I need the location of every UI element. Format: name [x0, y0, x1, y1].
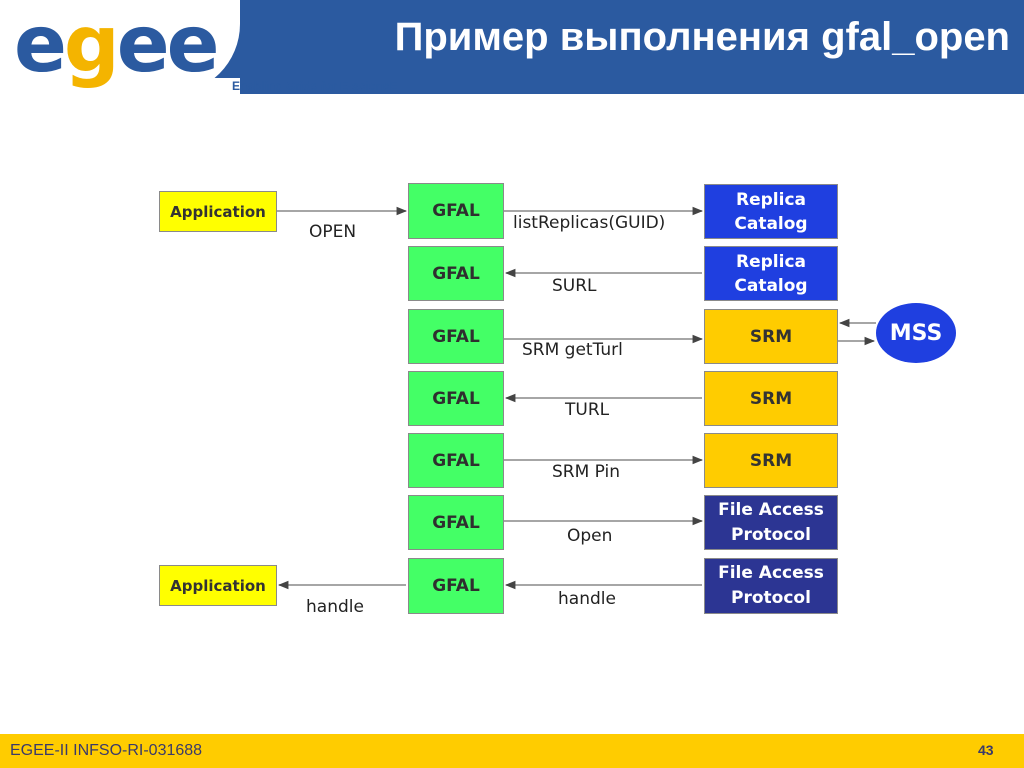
tagline: Enabling Grids for E-sciencE: [232, 79, 398, 93]
gfal-box-1: GFAL: [408, 183, 504, 239]
gfal-box-5: GFAL: [408, 433, 504, 488]
srm-box-1: SRM: [704, 309, 838, 364]
label-surl: SURL: [552, 276, 597, 296]
application-box-top: Application: [159, 191, 277, 232]
label-open: Open: [567, 526, 613, 546]
label-handle-right: handle: [558, 589, 616, 609]
gfal-box-2: GFAL: [408, 246, 504, 301]
footer-project: EGEE-II INFSO-RI-031688: [10, 742, 203, 759]
mss-node: MSS: [876, 303, 956, 363]
gfal-box-3: GFAL: [408, 309, 504, 364]
replica-catalog-box-1: Replica Catalog: [704, 184, 838, 239]
application-box-bottom: Application: [159, 565, 277, 606]
label-list-replicas: listReplicas(GUID): [513, 213, 666, 233]
label-srm-getturl: SRM getTurl: [522, 340, 623, 360]
slide-title: Пример выполнения gfal_open: [394, 15, 1010, 59]
slide-footer: [0, 734, 1024, 768]
egee-logo: egee: [14, 0, 220, 90]
logo-panel: egee: [0, 0, 240, 94]
tagline-band: [240, 78, 1024, 94]
file-access-protocol-box-2: File Access Protocol: [704, 558, 838, 614]
page-number: 43: [978, 742, 994, 758]
replica-catalog-box-2: Replica Catalog: [704, 246, 838, 301]
gfal-box-7: GFAL: [408, 558, 504, 614]
label-turl: TURL: [565, 400, 610, 420]
label-handle-left: handle: [306, 597, 364, 617]
file-access-protocol-box-1: File Access Protocol: [704, 495, 838, 550]
gfal-box-6: GFAL: [408, 495, 504, 550]
label-srm-pin: SRM Pin: [552, 462, 621, 482]
gfal-box-4: GFAL: [408, 371, 504, 426]
label-open-upper: OPEN: [309, 222, 357, 242]
srm-box-3: SRM: [704, 433, 838, 488]
srm-box-2: SRM: [704, 371, 838, 426]
slide-header: egee Пример выполнения gfal_open Enablin…: [0, 0, 1024, 94]
